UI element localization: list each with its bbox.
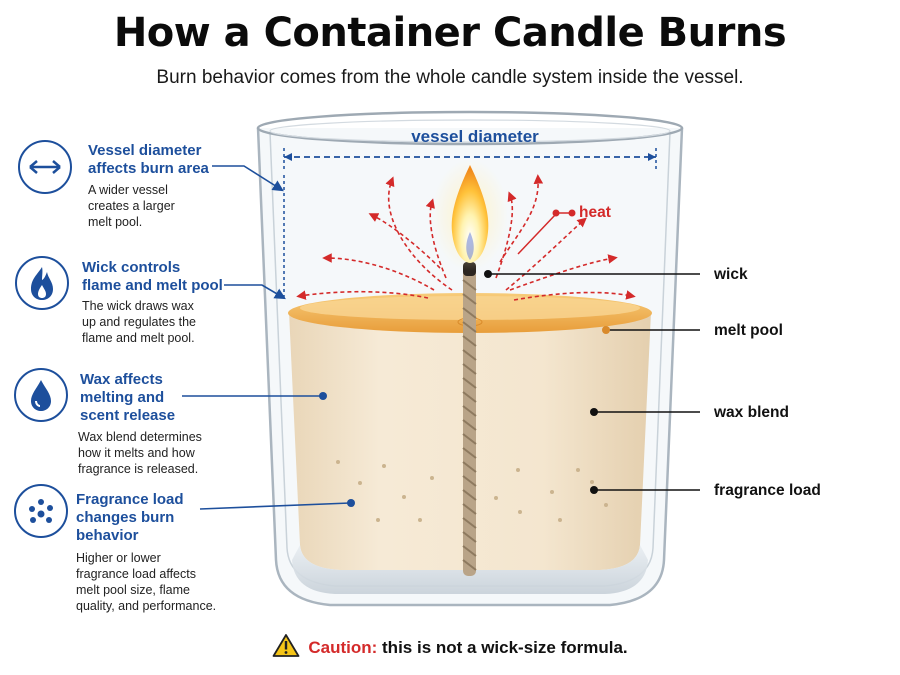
heat-label: heat xyxy=(579,204,611,221)
left-leaders xyxy=(182,165,351,510)
flame xyxy=(432,159,508,271)
warning-icon xyxy=(272,633,300,663)
dots-icon xyxy=(14,484,68,538)
caution-note: Caution: this is not a wick-size formula… xyxy=(0,633,900,663)
page-title: How a Container Candle Burns xyxy=(113,10,787,56)
flame-icon xyxy=(15,256,69,310)
caution-text: this is not a wick-size formula. xyxy=(377,638,628,657)
water-drop-icon xyxy=(14,368,68,422)
glass-base xyxy=(292,545,648,594)
double-arrow-icon xyxy=(18,140,72,194)
page-subtitle: Burn behavior comes from the whole candl… xyxy=(156,67,744,88)
vessel-diameter-dimension xyxy=(283,148,657,298)
fragrance-load-label: fragrance load xyxy=(714,482,821,499)
vessel-diameter-label: vessel diameter xyxy=(411,127,539,146)
melt-pool-label: melt pool xyxy=(714,322,783,339)
heat-arrows xyxy=(296,174,636,301)
wick xyxy=(462,262,477,576)
caution-label: Caution: xyxy=(308,638,378,657)
wax-blend-label: wax blend xyxy=(714,404,789,421)
right-leaders xyxy=(488,273,700,491)
heat-pointer xyxy=(517,213,557,255)
wick-label: wick xyxy=(714,266,748,283)
